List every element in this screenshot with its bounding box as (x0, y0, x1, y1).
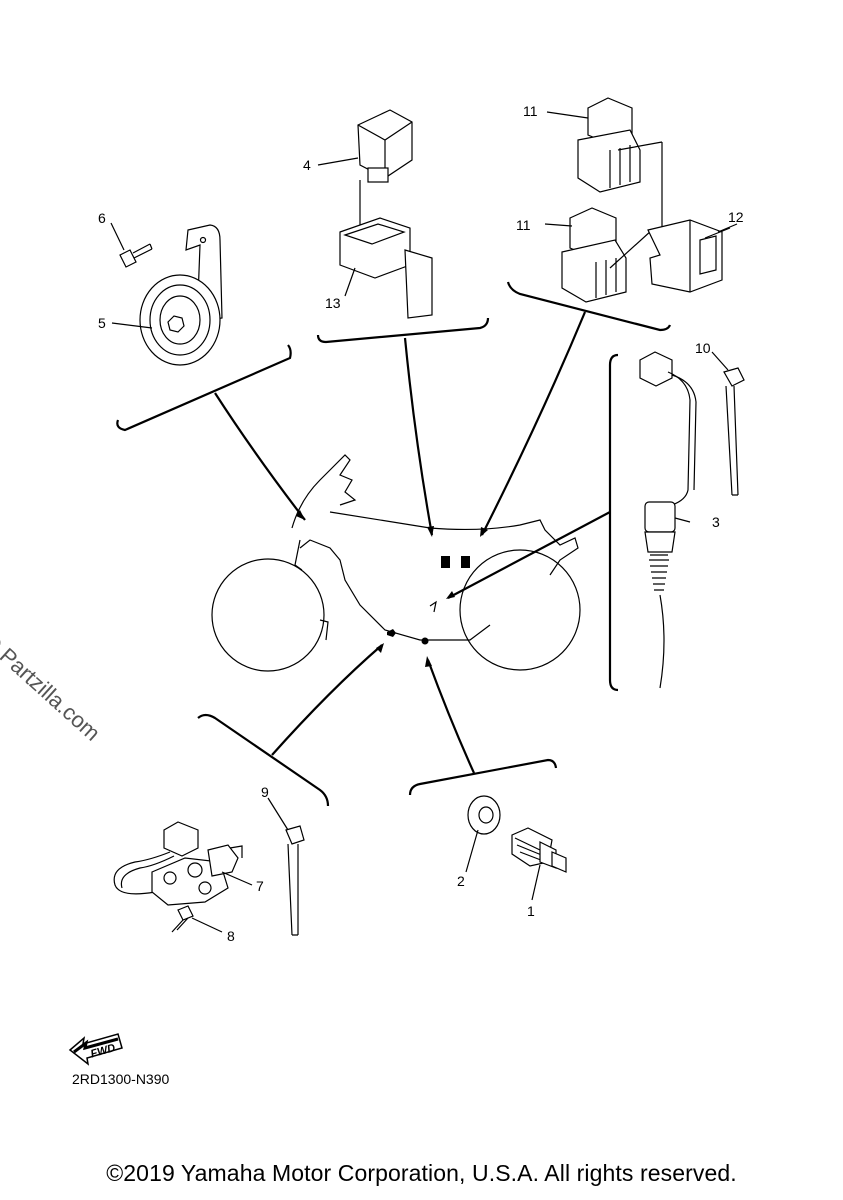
relay-holder (339, 217, 433, 319)
relay-unit (357, 109, 413, 230)
callout-5: 5 (98, 315, 106, 331)
callout-10: 10 (695, 340, 711, 356)
callout-12: 12 (728, 209, 744, 225)
gasket (467, 795, 501, 835)
relay-top (577, 97, 663, 240)
fwd-arrow-icon: FWD (68, 1033, 123, 1066)
relay-coupler (647, 219, 731, 293)
group-brackets (116, 281, 672, 807)
sensor-bolt (171, 905, 194, 933)
callout-6: 6 (98, 210, 106, 226)
callout-numbers: 1 2 3 4 5 6 7 8 9 10 11 11 12 13 (98, 103, 744, 944)
sensor-assembly (113, 821, 243, 906)
callout-1: 1 (527, 903, 535, 919)
horn (139, 224, 223, 366)
diagram-code: 2RD1300-N390 (72, 1071, 170, 1087)
relay-bottom (561, 207, 653, 303)
callout-11-top: 11 (523, 103, 538, 119)
callout-3: 3 (712, 514, 720, 530)
callout-13: 13 (325, 295, 341, 311)
cable-tie-lower (285, 825, 305, 936)
callout-11-bottom: 11 (516, 217, 531, 233)
callout-8: 8 (227, 928, 235, 944)
callout-4: 4 (303, 157, 311, 173)
callout-7: 7 (256, 878, 264, 894)
callout-2: 2 (457, 873, 465, 889)
copyright-notice: ©2019 Yamaha Motor Corporation, U.S.A. A… (106, 1160, 737, 1186)
leader-arrows (214, 311, 611, 774)
motorcycle-outline (211, 454, 581, 672)
sensor-switch (639, 351, 697, 689)
horn-bolt (119, 243, 153, 268)
callout-leaders (110, 111, 738, 933)
callout-9: 9 (261, 784, 269, 800)
pressure-switch (511, 827, 567, 873)
cable-tie-upper (723, 367, 745, 496)
